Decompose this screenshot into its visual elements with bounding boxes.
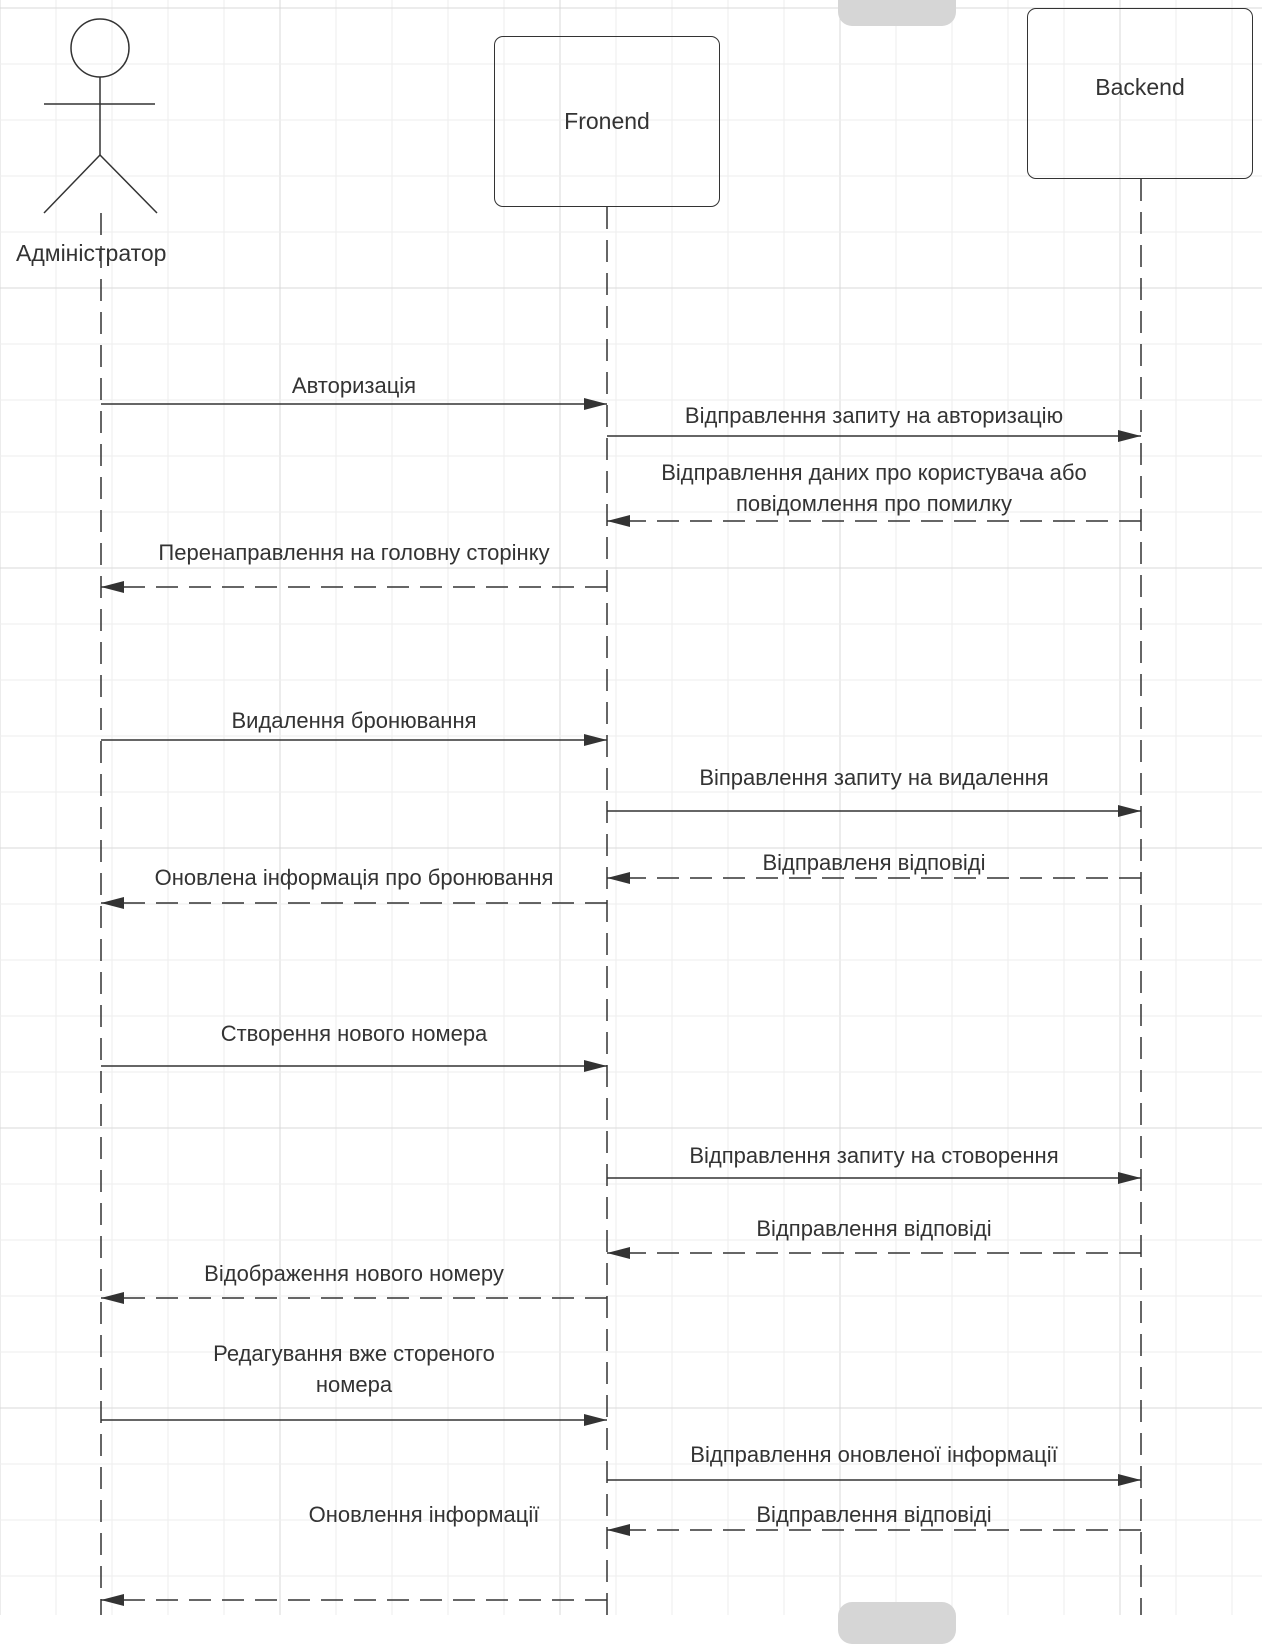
message-label-m11[interactable]: Відправлення відповіді bbox=[756, 1213, 991, 1244]
message-label-m9[interactable]: Створення нового номера bbox=[221, 1018, 488, 1049]
message-label-m1[interactable]: Авторизація bbox=[292, 370, 416, 401]
message-label-m13[interactable]: Редагування вже стореного номера bbox=[213, 1338, 495, 1400]
message-label-m12[interactable]: Відображення нового номеру bbox=[204, 1258, 504, 1289]
message-label-line: Відправлення запиту на стоворення bbox=[689, 1143, 1059, 1168]
message-label-m15[interactable]: Відправлення відповіді bbox=[756, 1499, 991, 1530]
message-label-line: Відображення нового номеру bbox=[204, 1261, 504, 1286]
actor-label: Адміністратор bbox=[16, 240, 167, 266]
message-label-line: Відправлення відповіді bbox=[756, 1216, 992, 1241]
backend-label: Backend bbox=[1095, 74, 1185, 100]
message-label-line: Оновлення інформації bbox=[308, 1502, 540, 1527]
actor-figure-icon bbox=[43, 18, 158, 214]
message-label-line: Перенаправлення на головну сторінку bbox=[158, 540, 550, 565]
message-label-m5[interactable]: Видалення бронювання bbox=[231, 705, 476, 736]
canvas-handle-top[interactable] bbox=[838, 0, 956, 26]
frontend-label: Fronend bbox=[564, 108, 650, 134]
message-label-line: Видалення бронювання bbox=[231, 708, 477, 733]
message-label-line: номера bbox=[315, 1372, 393, 1397]
message-label-line: Редагування вже стореного bbox=[213, 1341, 495, 1366]
message-label-line: Віправлення запиту на видалення bbox=[699, 765, 1049, 790]
message-label-line: Оновлена інформація про бронювання bbox=[154, 865, 554, 890]
message-label-line: повідомлення про помилку bbox=[735, 491, 1013, 516]
message-label-m7[interactable]: Відправленя відповіді bbox=[762, 847, 985, 878]
message-label-line: Відправлення даних про користувача або bbox=[661, 460, 1087, 485]
message-label-m14[interactable]: Відправлення оновленої інформації bbox=[690, 1439, 1057, 1470]
backend-lifeline-box[interactable]: Backend bbox=[1027, 8, 1253, 179]
message-label-line: Відправлення відповіді bbox=[756, 1502, 992, 1527]
message-label-line: Відправлення запиту на авторизацію bbox=[684, 403, 1064, 428]
frontend-lifeline-box[interactable]: Fronend bbox=[494, 36, 720, 207]
message-label-line: Відправленя відповіді bbox=[762, 850, 986, 875]
message-label-m4[interactable]: Перенаправлення на головну сторінку bbox=[158, 537, 549, 568]
message-label-m2[interactable]: Відправлення запиту на авторизацію bbox=[685, 400, 1063, 431]
message-label-m10[interactable]: Відправлення запиту на стоворення bbox=[689, 1140, 1058, 1171]
message-label-line: Створення нового номера bbox=[220, 1021, 488, 1046]
message-label-line: Авторизація bbox=[291, 373, 417, 398]
message-label-m6[interactable]: Віправлення запиту на видалення bbox=[699, 762, 1048, 793]
message-label-m3[interactable]: Відправлення даних про користувача або по… bbox=[661, 457, 1087, 519]
message-label-m16[interactable]: Оновлення інформації bbox=[309, 1499, 540, 1530]
message-label-m8[interactable]: Оновлена інформація про бронювання bbox=[155, 862, 554, 893]
message-label-line: Відправлення оновленої інформації bbox=[690, 1442, 1058, 1467]
